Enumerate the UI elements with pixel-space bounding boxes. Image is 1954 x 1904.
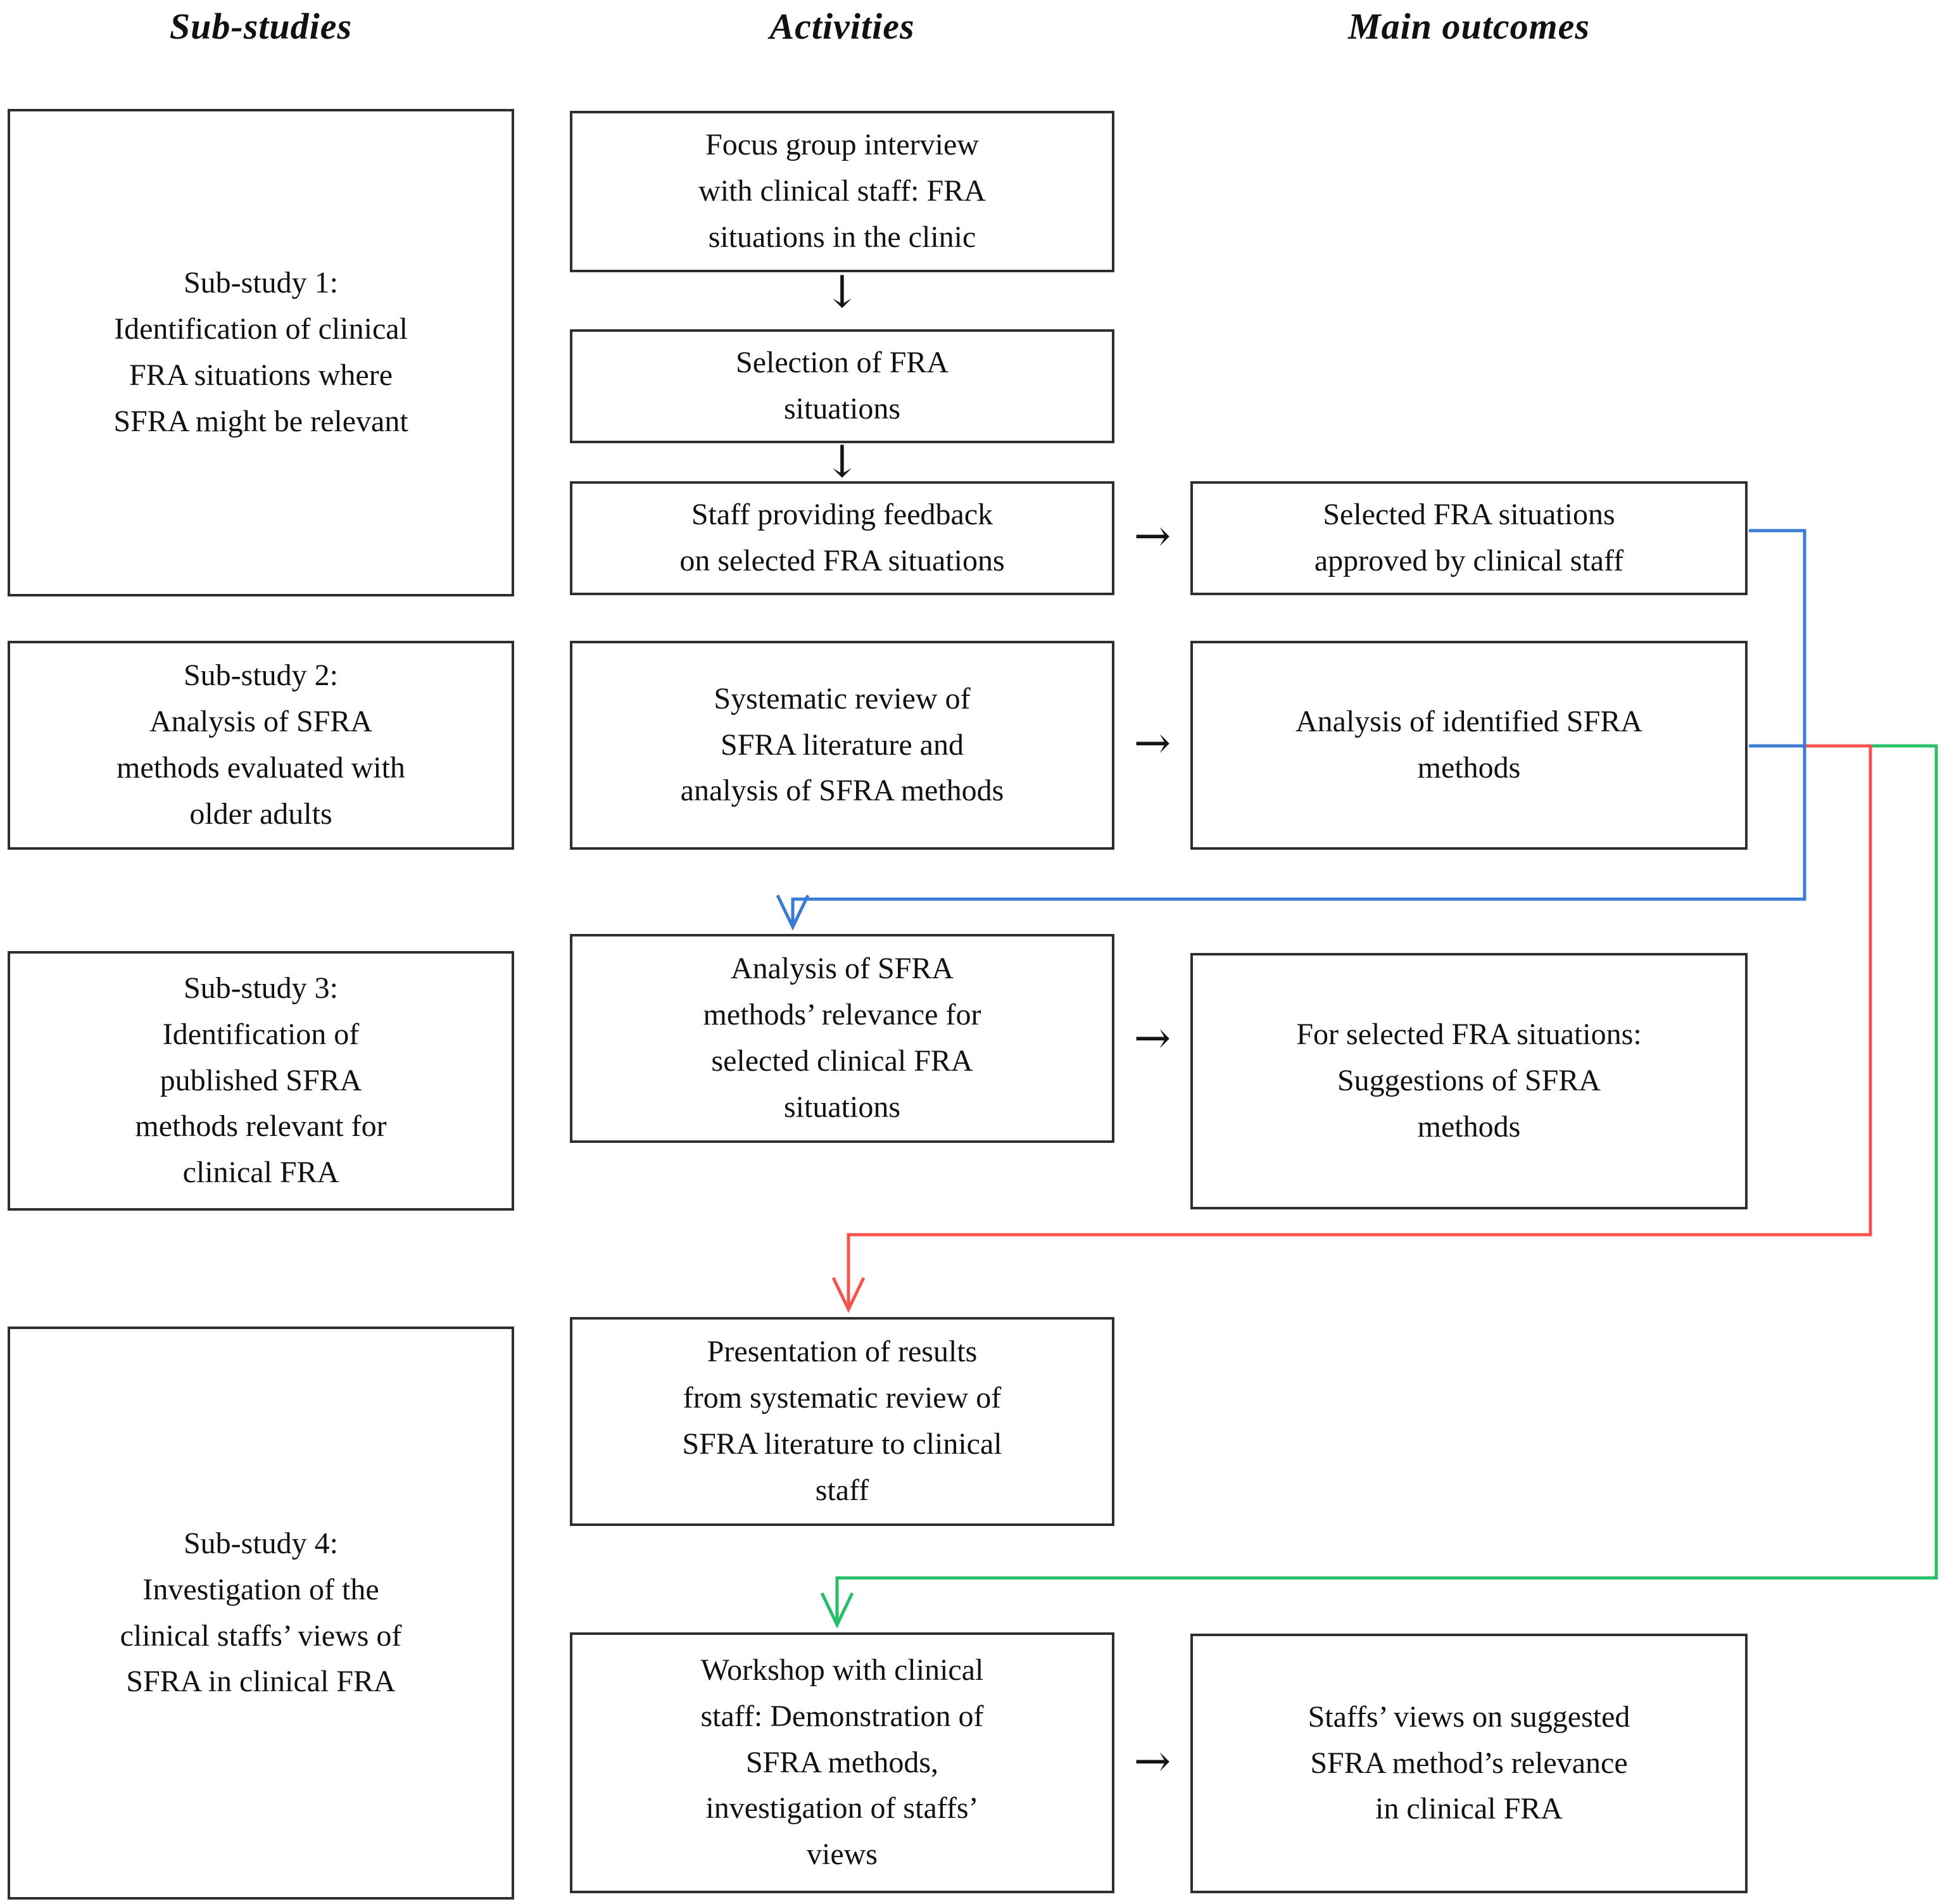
box-activity-staff-feedback: Staff providing feedback on selected FRA… bbox=[570, 481, 1114, 595]
box-activity-relevance-analysis: Analysis of SFRA methods’ relevance for … bbox=[570, 934, 1114, 1143]
box-sub-study-1: Sub-study 1: Identification of clinical … bbox=[8, 109, 514, 596]
arrowhead-blue-icon bbox=[776, 894, 810, 931]
right-arrow-icon: → bbox=[1133, 717, 1171, 769]
box-outcome-staff-views: Staffs’ views on suggested SFRA method’s… bbox=[1190, 1634, 1748, 1893]
box-outcome-selected-situations: Selected FRA situations approved by clin… bbox=[1190, 481, 1748, 595]
box-activity-focus-group: Focus group interview with clinical staf… bbox=[570, 111, 1114, 272]
column-header-sub-studies: Sub-studies bbox=[169, 6, 353, 47]
right-arrow-icon: → bbox=[1133, 1012, 1171, 1064]
box-activity-presentation: Presentation of results from systematic … bbox=[570, 1317, 1114, 1526]
column-header-main-outcomes: Main outcomes bbox=[1348, 6, 1590, 47]
box-outcome-identified-methods: Analysis of identified SFRA methods bbox=[1190, 641, 1748, 850]
box-sub-study-2: Sub-study 2: Analysis of SFRA methods ev… bbox=[8, 641, 514, 850]
box-sub-study-4: Sub-study 4: Investigation of the clinic… bbox=[8, 1327, 514, 1900]
box-activity-selection: Selection of FRA situations bbox=[570, 329, 1114, 443]
box-sub-study-3: Sub-study 3: Identification of published… bbox=[8, 951, 514, 1211]
box-activity-systematic-review: Systematic review of SFRA literature and… bbox=[570, 641, 1114, 850]
box-activity-workshop: Workshop with clinical staff: Demonstrat… bbox=[570, 1632, 1114, 1893]
right-arrow-icon: → bbox=[1133, 1735, 1171, 1787]
down-arrow-icon: ↓ bbox=[823, 266, 861, 318]
arrowhead-red-icon bbox=[831, 1277, 866, 1313]
box-outcome-method-suggestions: For selected FRA situations: Suggestions… bbox=[1190, 953, 1748, 1209]
column-header-activities: Activities bbox=[769, 6, 915, 47]
arrowhead-green-icon bbox=[820, 1592, 854, 1629]
right-arrow-icon: → bbox=[1133, 510, 1171, 562]
down-arrow-icon: ↓ bbox=[823, 436, 861, 488]
